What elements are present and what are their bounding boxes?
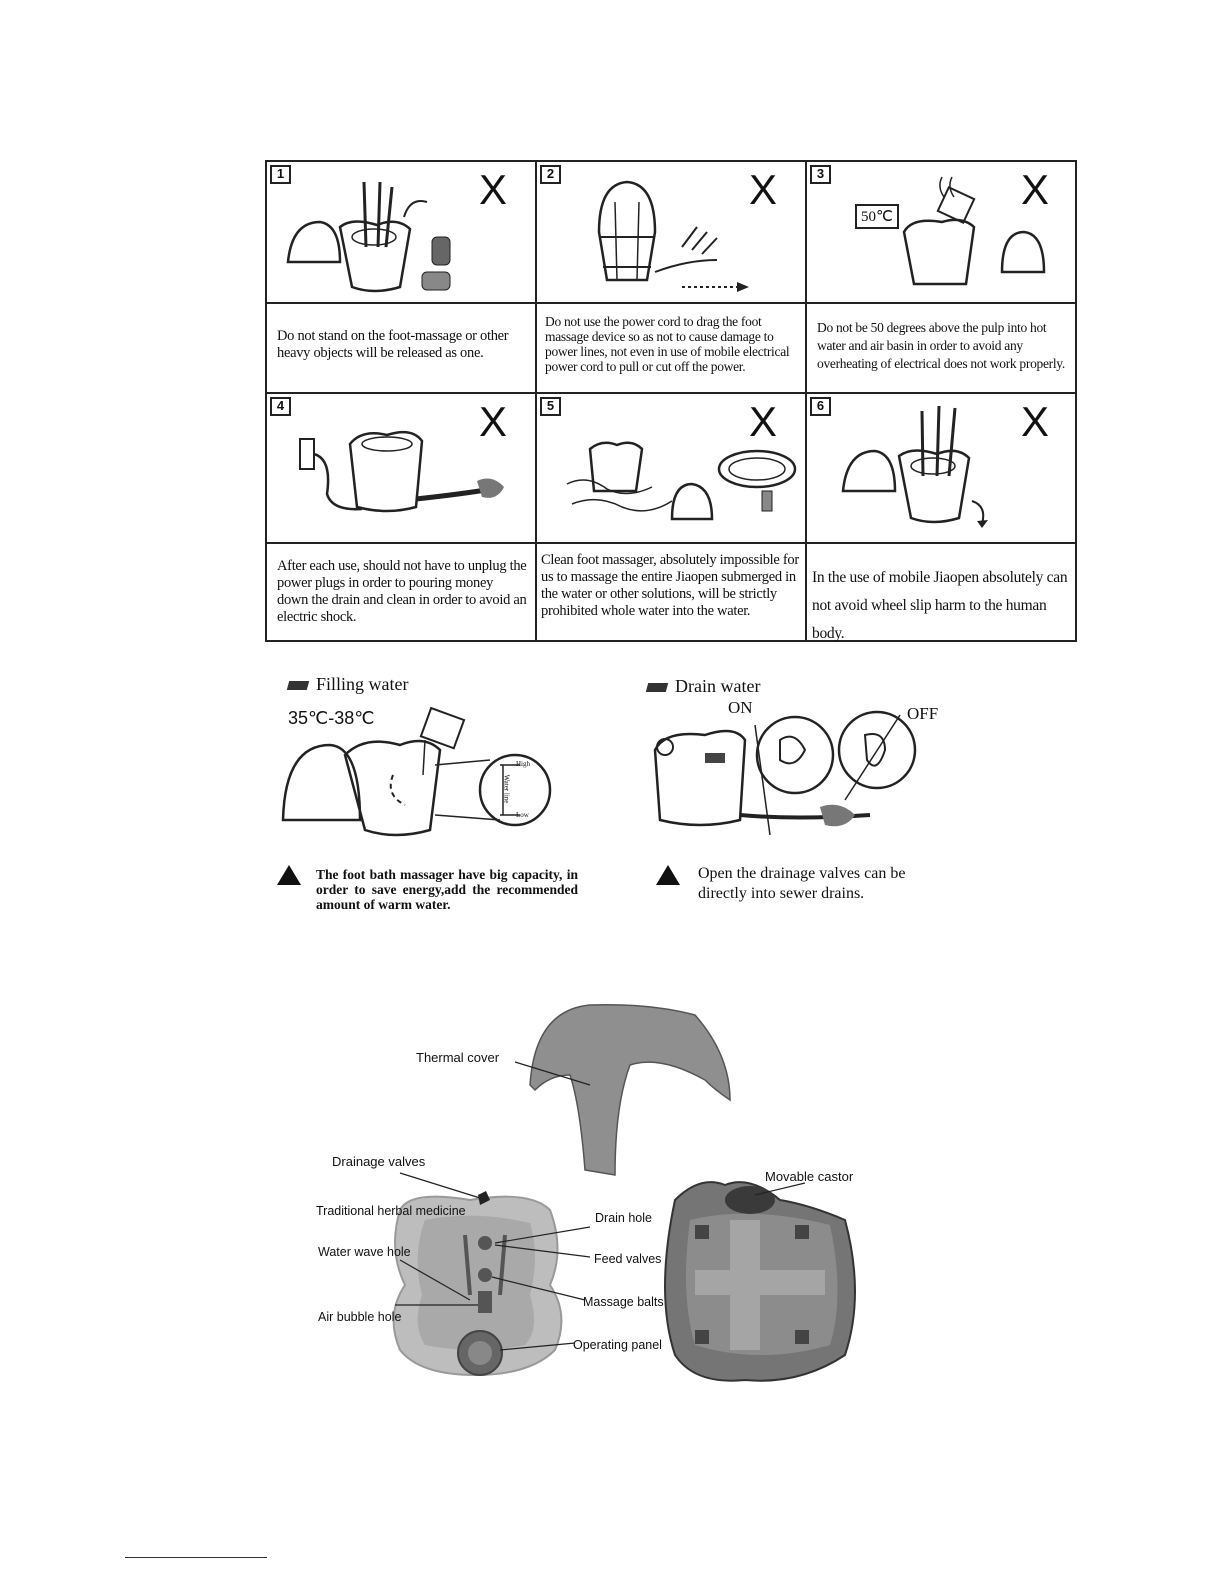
gauge-water-line-label: Water line bbox=[502, 775, 510, 804]
warning-5-text: Clean foot massager, absolutely impossib… bbox=[541, 552, 803, 620]
drain-note: Open the drainage valves can be directly… bbox=[698, 864, 908, 904]
thermal-cover-label: Thermal cover bbox=[416, 1050, 499, 1065]
unplug-before-drain-illustration bbox=[292, 419, 512, 539]
warning-6-illustration: 6 X bbox=[807, 394, 1077, 544]
foot-massager-stand-illustration bbox=[282, 177, 462, 297]
wheel-slip-illustration bbox=[837, 406, 1017, 536]
filling-water-title-text: Filling water bbox=[316, 674, 409, 694]
warning-5-illustration: 5 X bbox=[537, 394, 807, 544]
footnote-rule bbox=[125, 1557, 267, 1558]
bullet-icon bbox=[646, 683, 668, 692]
warning-5-number: 5 bbox=[540, 397, 561, 416]
prohibited-x-icon: X bbox=[479, 168, 507, 212]
warning-1-text-cell: Do not stand on the foot-massage or othe… bbox=[267, 304, 537, 394]
warning-6-text: In the use of mobile Jiaopen absolutely … bbox=[812, 564, 1074, 648]
warning-6-text-cell: In the use of mobile Jiaopen absolutely … bbox=[807, 544, 1077, 642]
temperature-label: 50℃ bbox=[855, 204, 899, 229]
gauge-low-label: Low bbox=[516, 811, 529, 819]
warning-triangle-icon bbox=[277, 865, 301, 885]
warning-2-text-cell: Do not use the power cord to drag the fo… bbox=[537, 304, 807, 394]
warning-1-text: Do not stand on the foot-massage or othe… bbox=[277, 328, 532, 362]
warning-1-illustration: 1 X bbox=[267, 162, 537, 304]
filling-water-illustration bbox=[275, 705, 565, 850]
gauge-high-label: High bbox=[516, 760, 530, 768]
warning-3-text-cell: Do not be 50 degrees above the pulp into… bbox=[807, 304, 1077, 394]
warning-grid: 1 X 2 X 3 bbox=[265, 160, 1077, 642]
warning-3-number: 3 bbox=[810, 165, 831, 184]
warning-5-text-cell: Clean foot massager, absolutely impossib… bbox=[537, 544, 807, 642]
power-cord-drag-illustration bbox=[587, 172, 767, 297]
air-bubble-hole-label: Air bubble hole bbox=[318, 1310, 401, 1324]
drain-hole-label: Drain hole bbox=[595, 1211, 652, 1225]
warning-6-number: 6 bbox=[810, 397, 831, 416]
warning-4-number: 4 bbox=[270, 397, 291, 416]
filling-water-title: Filling water bbox=[288, 674, 409, 695]
warning-2-text: Do not use the power cord to drag the fo… bbox=[545, 314, 803, 374]
drain-water-title: Drain water bbox=[647, 676, 760, 697]
herbal-medicine-label: Traditional herbal medicine bbox=[316, 1204, 466, 1218]
movable-castor-label: Movable castor bbox=[765, 1169, 853, 1184]
feed-valves-label: Feed valves bbox=[594, 1252, 661, 1266]
drain-water-title-text: Drain water bbox=[675, 676, 760, 696]
warning-2-illustration: 2 X bbox=[537, 162, 807, 304]
warning-3-text: Do not be 50 degrees above the pulp into… bbox=[817, 319, 1072, 373]
warning-4-text-cell: After each use, should not have to unplu… bbox=[267, 544, 537, 642]
operating-panel-label: Operating panel bbox=[573, 1338, 662, 1352]
drain-water-illustration bbox=[645, 705, 945, 845]
water-wave-hole-label: Water wave hole bbox=[318, 1245, 411, 1259]
warning-2-number: 2 bbox=[540, 165, 561, 184]
submerge-prohibited-illustration bbox=[562, 429, 797, 539]
warning-4-illustration: 4 X bbox=[267, 394, 537, 544]
warning-4-text: After each use, should not have to unplu… bbox=[277, 558, 527, 626]
product-parts-diagram bbox=[300, 995, 900, 1390]
prohibited-x-icon: X bbox=[1021, 400, 1049, 444]
drainage-valves-label: Drainage valves bbox=[332, 1154, 425, 1169]
massage-balls-label: Massage balts bbox=[583, 1295, 664, 1309]
hot-water-illustration bbox=[902, 172, 1052, 297]
bullet-icon bbox=[287, 681, 309, 690]
warning-3-illustration: 3 X 50℃ bbox=[807, 162, 1077, 304]
warning-triangle-icon bbox=[656, 865, 680, 885]
filling-note: The foot bath massager have big capacity… bbox=[316, 867, 578, 912]
